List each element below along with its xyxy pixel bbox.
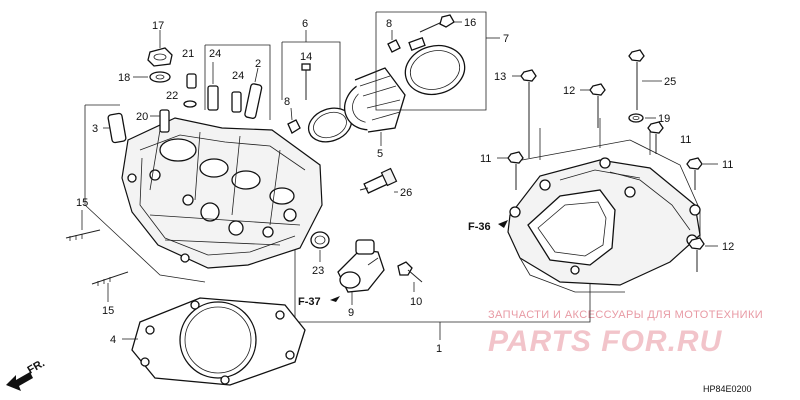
label-7: 7: [503, 33, 509, 45]
label-15b: 15: [102, 305, 114, 317]
label-22: 22: [166, 90, 178, 102]
label-4: 4: [110, 334, 116, 346]
part-21-dowel: [186, 73, 197, 89]
part-24a-dowel: [207, 85, 219, 111]
part-15b-stud: [91, 271, 129, 286]
label-11c: 11: [722, 159, 733, 171]
part-4-head-gasket: [131, 297, 306, 386]
assembly-1-bracket: [294, 205, 591, 323]
label-11b: 11: [480, 153, 491, 165]
label-1: 1: [436, 343, 442, 355]
part-11a-bolt: [647, 121, 664, 154]
part-12b-bolt: [688, 237, 705, 272]
label-8a: 8: [386, 18, 392, 30]
diagram-code: HP84E0200: [703, 384, 752, 394]
part-22-oring: [183, 100, 197, 108]
part-5-insulator: [344, 67, 406, 133]
part-8-clip: [387, 39, 401, 53]
label-9: 9: [348, 307, 354, 319]
part-15a-stud: [65, 229, 101, 241]
label-17: 17: [152, 20, 164, 32]
label-25: 25: [664, 76, 676, 88]
part-20-pin: [159, 109, 170, 133]
part-19-washer: [628, 113, 644, 123]
label-26: 26: [400, 187, 412, 199]
label-13: 13: [494, 71, 506, 83]
part-16-screw: [419, 14, 455, 33]
part-17-nut: [147, 47, 173, 67]
part-18-washer: [149, 71, 171, 83]
ref-f37: F-37: [298, 296, 321, 308]
label-20: 20: [136, 111, 148, 123]
label-21: 21: [182, 48, 194, 60]
label-24b: 24: [232, 70, 244, 82]
label-14: 14: [300, 51, 312, 63]
label-3: 3: [92, 123, 98, 135]
label-8b: 8: [284, 96, 290, 108]
label-10: 10: [410, 296, 422, 308]
part-13-bolt: [520, 69, 537, 158]
label-5: 5: [377, 148, 383, 160]
watermark-logo: PARTS FOR.RU: [488, 325, 723, 358]
part-26-spark-plug: [359, 167, 398, 194]
label-19: 19: [658, 113, 670, 125]
label-6: 6: [302, 18, 308, 30]
part-7-clamp: [404, 37, 466, 96]
part-12a-bolt: [589, 83, 606, 128]
label-23: 23: [312, 265, 324, 277]
label-2: 2: [255, 58, 261, 70]
label-12a: 12: [563, 85, 575, 97]
part-25-bolt: [628, 49, 645, 110]
label-16: 16: [464, 17, 476, 29]
part-10-bolt: [397, 261, 423, 283]
part-8a-clip: [287, 119, 301, 134]
front-direction-arrow-icon: [6, 372, 33, 391]
part-3-guide: [107, 112, 127, 144]
part-2-stud: [244, 83, 263, 119]
ref-f37-arrow-icon: [330, 296, 340, 302]
label-24a: 24: [209, 48, 221, 60]
part-14-screw: [301, 63, 311, 100]
label-18: 18: [118, 72, 130, 84]
label-12b: 12: [722, 241, 734, 253]
part-11c-bolt: [686, 157, 703, 190]
part-9-housing: [337, 239, 385, 293]
part-23-oring: [310, 231, 330, 249]
ref-f36-arrow-icon: [498, 220, 508, 228]
part-24b-dowel: [231, 91, 242, 113]
direction-label: FR.: [26, 357, 47, 376]
watermark-subtitle: ЗАПЧАСТИ И АКСЕССУАРЫ ДЛЯ МОТОТЕХНИКИ: [488, 309, 763, 321]
cylinder-head-cover: [507, 118, 701, 293]
label-15a: 15: [76, 197, 88, 209]
cylinder-head: [84, 44, 323, 283]
part-11b-bolt: [507, 151, 524, 190]
label-11a: 11: [680, 134, 691, 146]
ref-f36: F-36: [468, 221, 491, 233]
